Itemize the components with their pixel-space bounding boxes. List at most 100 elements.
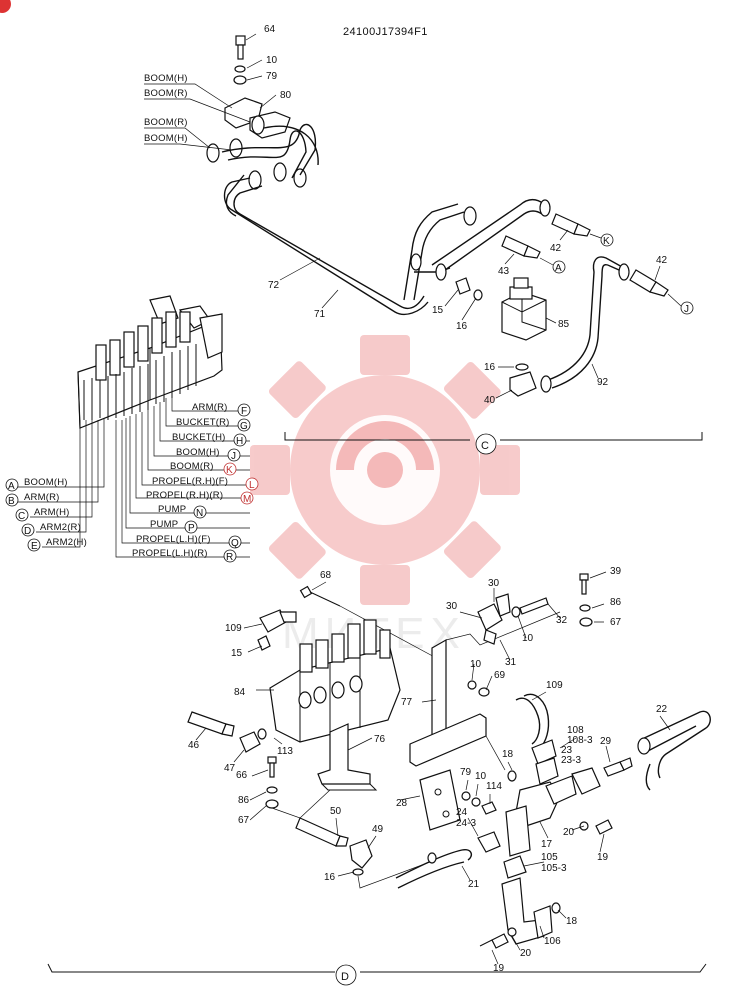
part-number: 18 — [566, 916, 578, 927]
port-letter: J — [684, 304, 689, 315]
part-number: 46 — [188, 740, 200, 751]
part-number: 23-3 — [561, 755, 581, 766]
watermark-gear-icon — [250, 335, 520, 605]
port-label: ARM(R) — [24, 492, 60, 503]
part-number: 10 — [475, 771, 487, 782]
port-letter: E — [31, 541, 38, 552]
port-label: BOOM(H) — [24, 477, 68, 488]
part-number: 20 — [520, 948, 532, 959]
section-c-connector-labels: BOOM(H) BOOM(R) BOOM(R) BOOM(H) — [144, 73, 251, 151]
port-letter: M — [243, 494, 251, 505]
port-label: ARM2(H) — [46, 537, 87, 548]
part-number: 66 — [236, 770, 248, 781]
part-number: 22 — [656, 704, 668, 715]
part-number: 92 — [597, 377, 609, 388]
drawing-number: 24100J17394F1 — [343, 26, 428, 38]
connector-label: BOOM(R) — [144, 88, 188, 99]
part-number: 10 — [470, 659, 482, 670]
port-label: ARM2(R) — [40, 522, 81, 533]
part-number: 67 — [238, 815, 250, 826]
part-number: 109 — [225, 623, 242, 634]
part-number: 18 — [502, 749, 514, 760]
part-number: 29 — [600, 736, 612, 747]
section-c-part-numbers: 64 10 79 80 42 42 43 15 16 85 16 40 92 7… — [245, 24, 668, 406]
part-number: 67 — [610, 617, 622, 628]
part-number: 24-3 — [456, 818, 476, 829]
part-number: 105-3 — [541, 863, 567, 874]
part-number: 39 — [610, 566, 622, 577]
section-d-marker: D — [341, 971, 349, 983]
part-number: 79 — [266, 71, 278, 82]
part-number: 106 — [544, 936, 561, 947]
section-c-port-letters: K A J — [539, 233, 694, 315]
port-letter: P — [188, 523, 195, 534]
part-number: 30 — [446, 601, 458, 612]
part-number: 10 — [522, 633, 534, 644]
part-number: 86 — [238, 795, 250, 806]
port-letter: F — [241, 406, 247, 417]
port-label: ARM(R) — [192, 402, 228, 413]
port-letter: A — [555, 263, 562, 274]
port-label: PROPEL(L.H)(R) — [132, 548, 208, 559]
part-number: 16 — [456, 321, 468, 332]
part-number: 42 — [656, 255, 668, 266]
part-number: 43 — [498, 266, 510, 277]
part-number: 16 — [324, 872, 336, 883]
part-number: 84 — [234, 687, 246, 698]
part-number: 23 — [561, 745, 573, 756]
port-letter: H — [236, 436, 243, 447]
part-number: 80 — [280, 90, 292, 101]
port-letter: J — [231, 451, 236, 462]
section-c-assembly — [206, 35, 703, 441]
section-c-marker-circle — [475, 433, 497, 455]
port-label: PUMP — [158, 504, 186, 515]
part-number: 21 — [468, 879, 480, 890]
part-number: 86 — [610, 597, 622, 608]
part-number: 19 — [597, 852, 609, 863]
port-label: PROPEL(L.H)(F) — [136, 534, 211, 545]
port-label: PUMP — [150, 519, 178, 530]
part-number: 69 — [494, 670, 506, 681]
port-letter: B — [8, 496, 15, 507]
part-number: 30 — [488, 578, 500, 589]
part-number: 40 — [484, 395, 496, 406]
valve-ports-left: A BOOM(H) B ARM(R) C ARM(H) D ARM2(R) E … — [5, 477, 87, 552]
port-letter: K — [603, 236, 610, 247]
part-number: 72 — [268, 280, 280, 291]
part-number: 16 — [484, 362, 496, 373]
connector-label: BOOM(R) — [144, 117, 188, 128]
port-label: ARM(H) — [34, 507, 70, 518]
valve-port-leaders — [18, 395, 250, 558]
part-number: 28 — [396, 798, 408, 809]
port-letter: K — [226, 465, 233, 476]
part-number: 76 — [374, 734, 386, 745]
port-label: PROPEL(R.H)(R) — [146, 490, 223, 501]
part-number: 50 — [330, 806, 342, 817]
port-letter: R — [226, 552, 233, 563]
port-label: BUCKET(R) — [176, 417, 230, 428]
control-valve-drawing — [77, 295, 223, 429]
part-number: 108 — [567, 725, 584, 736]
part-number: 114 — [486, 781, 502, 792]
connector-label: BOOM(H) — [144, 133, 188, 144]
connector-label: BOOM(H) — [144, 73, 188, 84]
part-number: 15 — [231, 648, 243, 659]
part-number: 31 — [505, 657, 517, 668]
part-number: 64 — [264, 24, 276, 35]
port-label: BOOM(R) — [170, 461, 214, 472]
part-number: 47 — [224, 763, 236, 774]
part-number: 49 — [372, 824, 384, 835]
part-number: 15 — [432, 305, 444, 316]
part-number: 109 — [546, 680, 563, 691]
port-label: PROPEL(R.H)(F) — [152, 476, 228, 487]
section-c-marker: C — [481, 440, 489, 452]
section-d-assembly — [47, 573, 711, 973]
port-letter: C — [18, 511, 25, 522]
port-label: BOOM(H) — [176, 447, 220, 458]
part-number: 113 — [277, 746, 293, 757]
port-letter: D — [24, 526, 31, 537]
part-number: 20 — [563, 827, 575, 838]
part-number: 71 — [314, 309, 326, 320]
